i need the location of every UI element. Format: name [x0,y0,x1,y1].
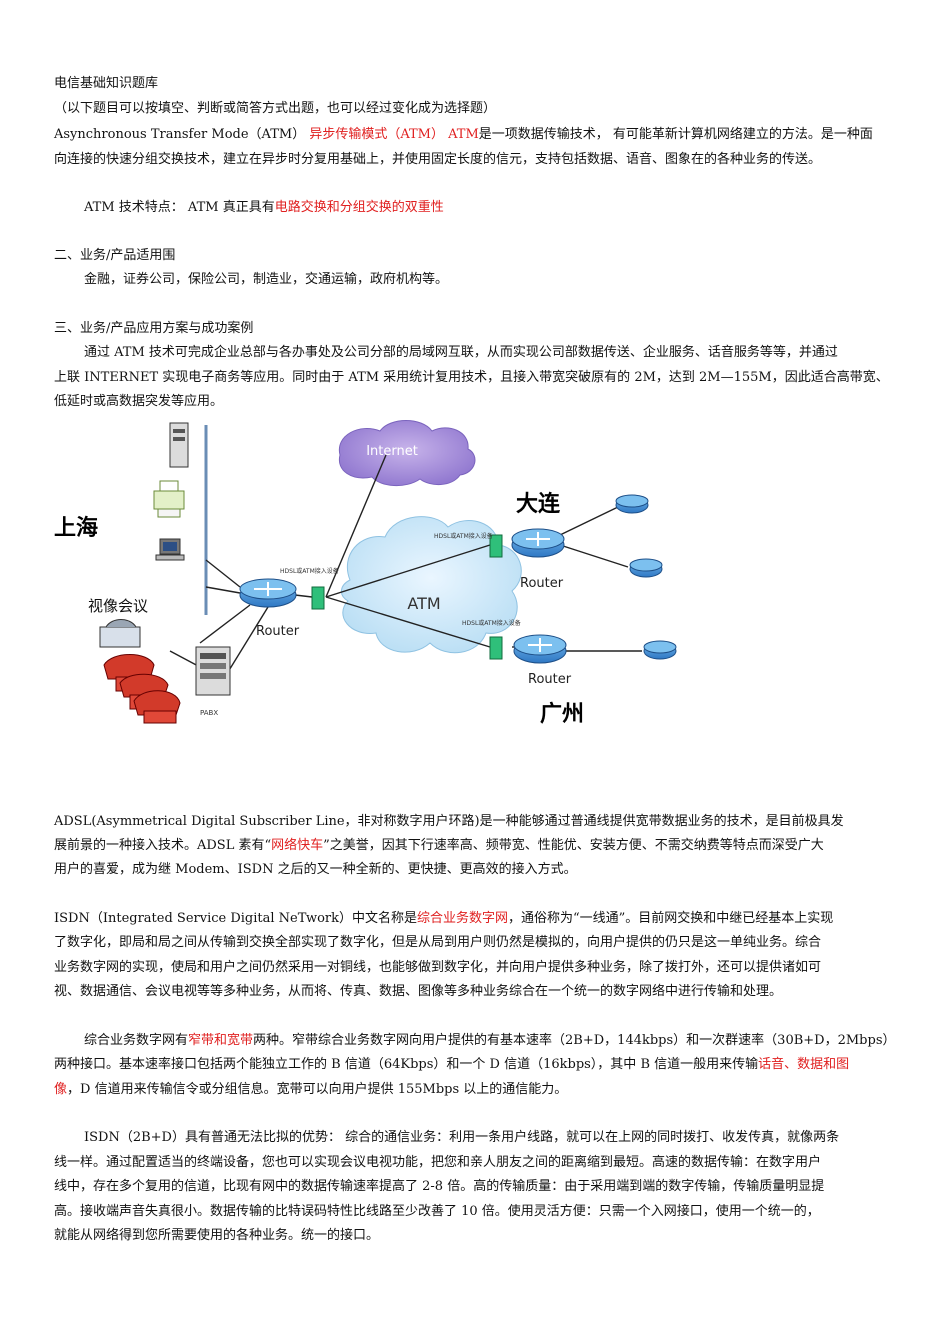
router-sh-label: Router [256,624,300,639]
pabx-label: PABX [200,709,218,717]
adsl-nickname: 网络快车 [271,838,324,853]
sec3-p1: 通过 ATM 技术可完成企业总部与各办事处及公司分部的局域网互联，从而实现公司部… [84,345,838,360]
dalian-label: 大连 [516,491,561,517]
isdn-line-4: 视、数据通信、会议电视等等多种业务，从而将、传真、数据、图像等多种业务综合在一个… [54,984,783,999]
isdn2-line-2: 两种接口。基本速率接口包括两个能独立工作的 B 信道（64Kbps）和一个 D … [54,1057,849,1073]
phone-icon [103,654,181,724]
router-dl-label: Router [520,576,564,591]
isdn2-text: 两种接口。基本速率接口包括两个能独立工作的 B 信道（64Kbps）和一个 D … [54,1057,759,1072]
atm-line-2: 向连接的快速分组交换技术，建立在异步时分复用基础上，并使用固定长度的信元，支持包… [54,152,822,167]
isdn2-text: 综合业务数字网有 [84,1033,189,1048]
isdn-line-3: 业务数字网的实现，使局和用户之间仍然采用一对铜线，也能够做到数字化，并向用户提供… [54,960,822,975]
internet-label: Internet [366,444,418,459]
router-icon [629,558,663,578]
atm-label: ATM [407,594,440,613]
atm-term-cn: 异步传输模式（ATM） ATM [305,127,479,142]
isdn3-line-5: 就能从网络得到您所需要使用的各种业务。统一的接口。 [54,1228,380,1243]
isdn2-types: 窄带和宽带 [188,1033,254,1048]
isdn-line-2: 了数字化，即局和局之间从传输到交换全部实现了数字化，但是从局到用户则仍然是模拟的… [54,935,822,950]
access-device-icon [489,534,503,558]
adsl-text: 展前景的一种接入技术。ADSL 素有“ [54,838,272,853]
shanghai-label: 上海 [54,515,98,541]
atm-cloud: ATM [341,516,522,654]
sec3-p2: 上联 INTERNET 实现电子商务等应用。同时由于 ATM 采用统计复用技术，… [54,370,889,385]
isdn2-line-1: 综合业务数字网有窄带和宽带两种。窄带综合业务数字网向用户提供的有基本速率（2B+… [84,1033,895,1049]
doc-subtitle: （以下题目可以按填空、判断或简答方式出题，也可以经过变化成为选择题） [54,101,497,116]
links [169,425,642,686]
isdn2-text: ，D 信道用来传输信令或分组信息。宽带可以向用户提供 155Mbps 以上的通信… [67,1082,568,1097]
sec3-heading: 三、业务/产品应用方案与成功案例 [54,321,254,336]
printer-icon [153,480,185,518]
access-device-icon [489,636,503,660]
atm-term: Asynchronous Transfer Mode（ATM） [54,127,306,142]
sec3-p3: 低延时或高数据突发等应用。 [54,394,224,409]
adsl-line-3: 用户的喜爱，成为继 Modem、ISDN 之后的又一种全新的、更快捷、更高效的接… [54,862,577,877]
router-icon [239,578,297,608]
isdn2-uses: 话音、数据和图 [758,1057,850,1072]
access-device-icon [311,586,325,610]
adsl-line-2: 展前景的一种接入技术。ADSL 素有“网络快车”之美誉，因其下行速率高、频带宽、… [54,838,824,854]
isdn3-line-3: 线中，存在多个复用的信道，比现有网中的数据传输速率提高了 2-8 倍。高的传输质… [54,1179,825,1194]
video-conf-label: 视像会议 [88,597,148,615]
sec2-body: 金融，证券公司，保险公司，制造业，交通运输，政府机构等。 [84,272,449,287]
access-dev-3-label: HDSL或ATM接入设备 [462,619,521,627]
isdn2-line-3: 像，D 信道用来传输信令或分组信息。宽带可以向用户提供 155Mbps 以上的通… [54,1082,567,1098]
doc-title: 电信基础知识题库 [54,76,159,91]
fax-icon [99,619,141,648]
router-icon [513,634,567,664]
pc-icon [155,538,185,561]
isdn3-line-1: ISDN（2B+D）具有普通无法比拟的优势： 综合的通信业务：利用一条用户线路，… [84,1130,840,1145]
access-dev-2-label: HDSL或ATM接入设备 [434,532,493,540]
router-icon [615,494,649,514]
internet-cloud: Internet [338,420,476,486]
router-icon [643,640,677,660]
guangzhou-label: 广州 [540,701,584,727]
access-dev-1-label: HDSL或ATM接入设备 [280,567,339,575]
isdn2-text: 两种。窄带综合业务数字网向用户提供的有基本速率（2B+D，144kbps）和一次… [253,1033,896,1048]
atm-feature: ATM 技术特点： ATM 真正具有电路交换和分组交换的双重性 [84,200,444,216]
isdn-text: ISDN（Integrated Service Digital NeTwork）… [54,911,417,926]
router-icon [511,528,565,558]
atm-line-1: Asynchronous Transfer Mode（ATM） 异步传输模式（A… [54,127,873,143]
adsl-text: ”之美誉，因其下行速率高、频带宽、性能优、安装方便、不需交纳费等特点而深受广大 [323,838,824,853]
server-icon [169,422,189,468]
isdn3-line-4: 高。接收端声音失真很小。数据传输的比特误码特性比线路至少改善了 10 倍。使用灵… [54,1204,820,1219]
isdn3-line-2: 线一样。通过配置适当的终端设备，您也可以实现会议电视功能，把您和亲人朋友之间的距… [54,1155,822,1170]
pabx-icon [195,646,231,696]
isdn-cn-name: 综合业务数字网 [417,911,509,926]
router-gz-label: Router [528,672,572,687]
isdn2-uses-end: 像 [54,1082,68,1097]
atm-feature-value: 电路交换和分组交换的双重性 [274,200,444,215]
isdn-line-1: ISDN（Integrated Service Digital NeTwork）… [54,911,833,927]
sec2-heading: 二、业务/产品适用围 [54,248,176,263]
adsl-line-1: ADSL(Asymmetrical Digital Subscriber Lin… [54,814,844,829]
network-diagram: Internet ATM 上海 视像会议 [54,420,677,727]
atm-feature-label: ATM 技术特点： ATM 真正具有 [84,200,275,215]
atm-def: 是一项数据传输技术， 有可能革新计算机网络建立的方法。是一种面 [478,127,873,142]
isdn-text: ，通俗称为“一线通”。目前网交换和中继已经基本上实现 [508,911,834,926]
